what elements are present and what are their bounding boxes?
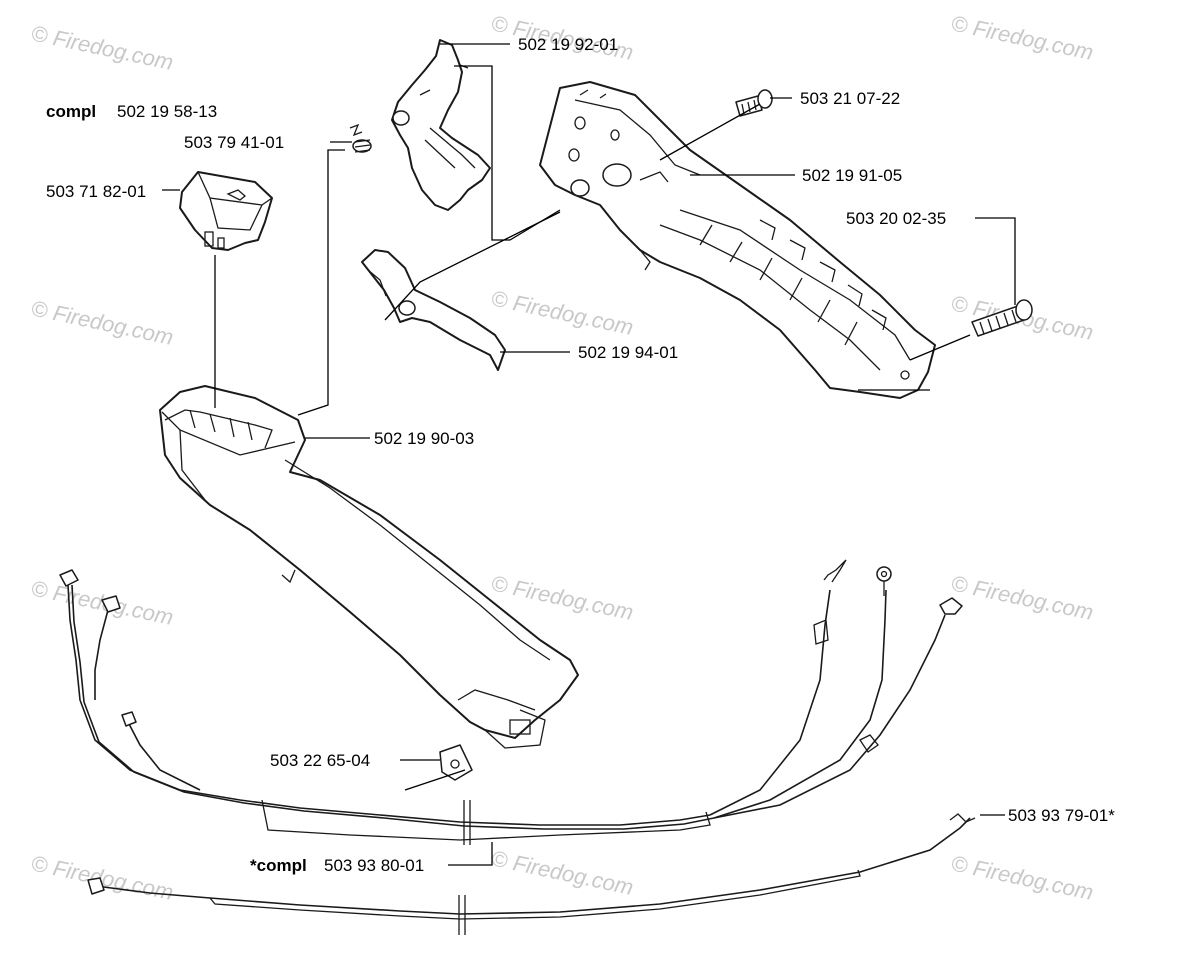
watermark: © Firedog.com xyxy=(29,20,176,75)
label-503-22-65-04: 503 22 65-04 xyxy=(270,751,370,770)
watermark: © Firedog.com xyxy=(29,295,176,350)
label-compl-prefix: compl xyxy=(46,102,96,121)
handle-half-502-19-90-03 xyxy=(159,385,579,749)
label-503-93-79-01: 503 93 79-01* xyxy=(1008,806,1115,825)
watermark: © Firedog.com xyxy=(949,10,1096,65)
throttle-lock-502-19-94-01 xyxy=(361,249,506,371)
screw-503-20-02-35 xyxy=(971,299,1033,337)
stop-switch-503-71-82-01 xyxy=(179,171,273,251)
handle-half-502-19-91-05 xyxy=(539,81,936,399)
nut-503-22-65-04 xyxy=(439,744,473,781)
leader-lines xyxy=(162,43,1016,866)
label-503-93-80-01: 503 93 80-01 xyxy=(324,856,424,875)
bolt-503-21-07-22 xyxy=(735,89,773,117)
throttle-trigger-502-19-92-01 xyxy=(391,39,491,211)
label-502-19-91-05: 502 19 91-05 xyxy=(802,166,902,185)
label-502-19-92-01: 502 19 92-01 xyxy=(518,35,618,54)
wire-harness-503-93-80-01 xyxy=(59,559,963,845)
watermark: © Firedog.com xyxy=(489,285,636,340)
label-502-19-94-01: 502 19 94-01 xyxy=(578,343,678,362)
watermark: © Firedog.com xyxy=(29,575,176,630)
watermark: © Firedog.com xyxy=(949,850,1096,905)
label-502-19-90-03: 502 19 90-03 xyxy=(374,429,474,448)
label-503-79-41-01: 503 79 41-01 xyxy=(184,133,284,152)
watermark: © Firedog.com xyxy=(489,845,636,900)
cable-503-93-79-01 xyxy=(87,813,976,935)
label-502-19-58-13: 502 19 58-13 xyxy=(117,102,217,121)
watermark: © Firedog.com xyxy=(949,570,1096,625)
label-503-20-02-35: 503 20 02-35 xyxy=(846,209,946,228)
label-503-71-82-01: 503 71 82-01 xyxy=(46,182,146,201)
label-compl2-prefix: *compl xyxy=(250,856,307,875)
label-503-21-07-22: 503 21 07-22 xyxy=(800,89,900,108)
spring-503-79-41-01 xyxy=(349,123,372,153)
watermark: © Firedog.com xyxy=(29,850,176,905)
part-labels: 502 19 92-01 503 21 07-22 compl 502 19 5… xyxy=(46,35,1115,875)
